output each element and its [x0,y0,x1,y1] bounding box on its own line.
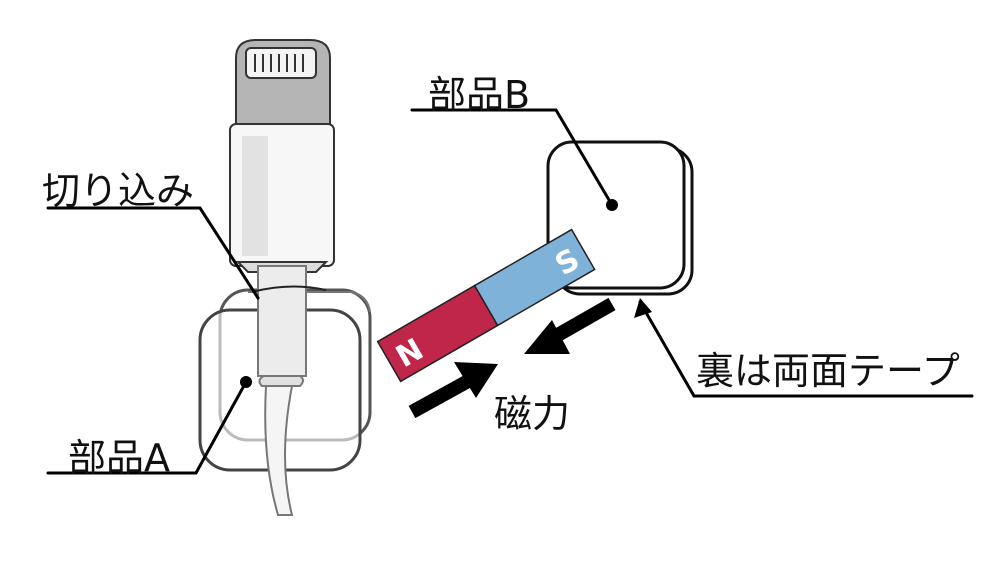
connector-housing [229,123,335,273]
magnet-south-pole [473,228,596,327]
double-sided-tape-label: 裏は両面テープ [696,349,960,393]
lightning-connector-tip [235,39,331,129]
back-tape-leader [638,300,974,398]
notch-label: 切り込み [42,169,195,213]
notch-leader [46,206,260,300]
magnetic-force-arrow-left [524,297,616,354]
bar-magnet: N S [376,228,596,383]
part-a-leader [46,380,248,475]
part-b-label: 部品B [428,73,531,117]
magnetic-force-label: 磁力 [494,392,571,436]
part-a-point [240,376,252,388]
magnetic-force-arrow-right [408,362,498,419]
cable [257,265,307,516]
part-b-leader [410,108,614,207]
back-tape-arrowhead [634,298,652,318]
notch-ring [251,285,327,293]
part-a-label: 部品A [68,436,170,480]
